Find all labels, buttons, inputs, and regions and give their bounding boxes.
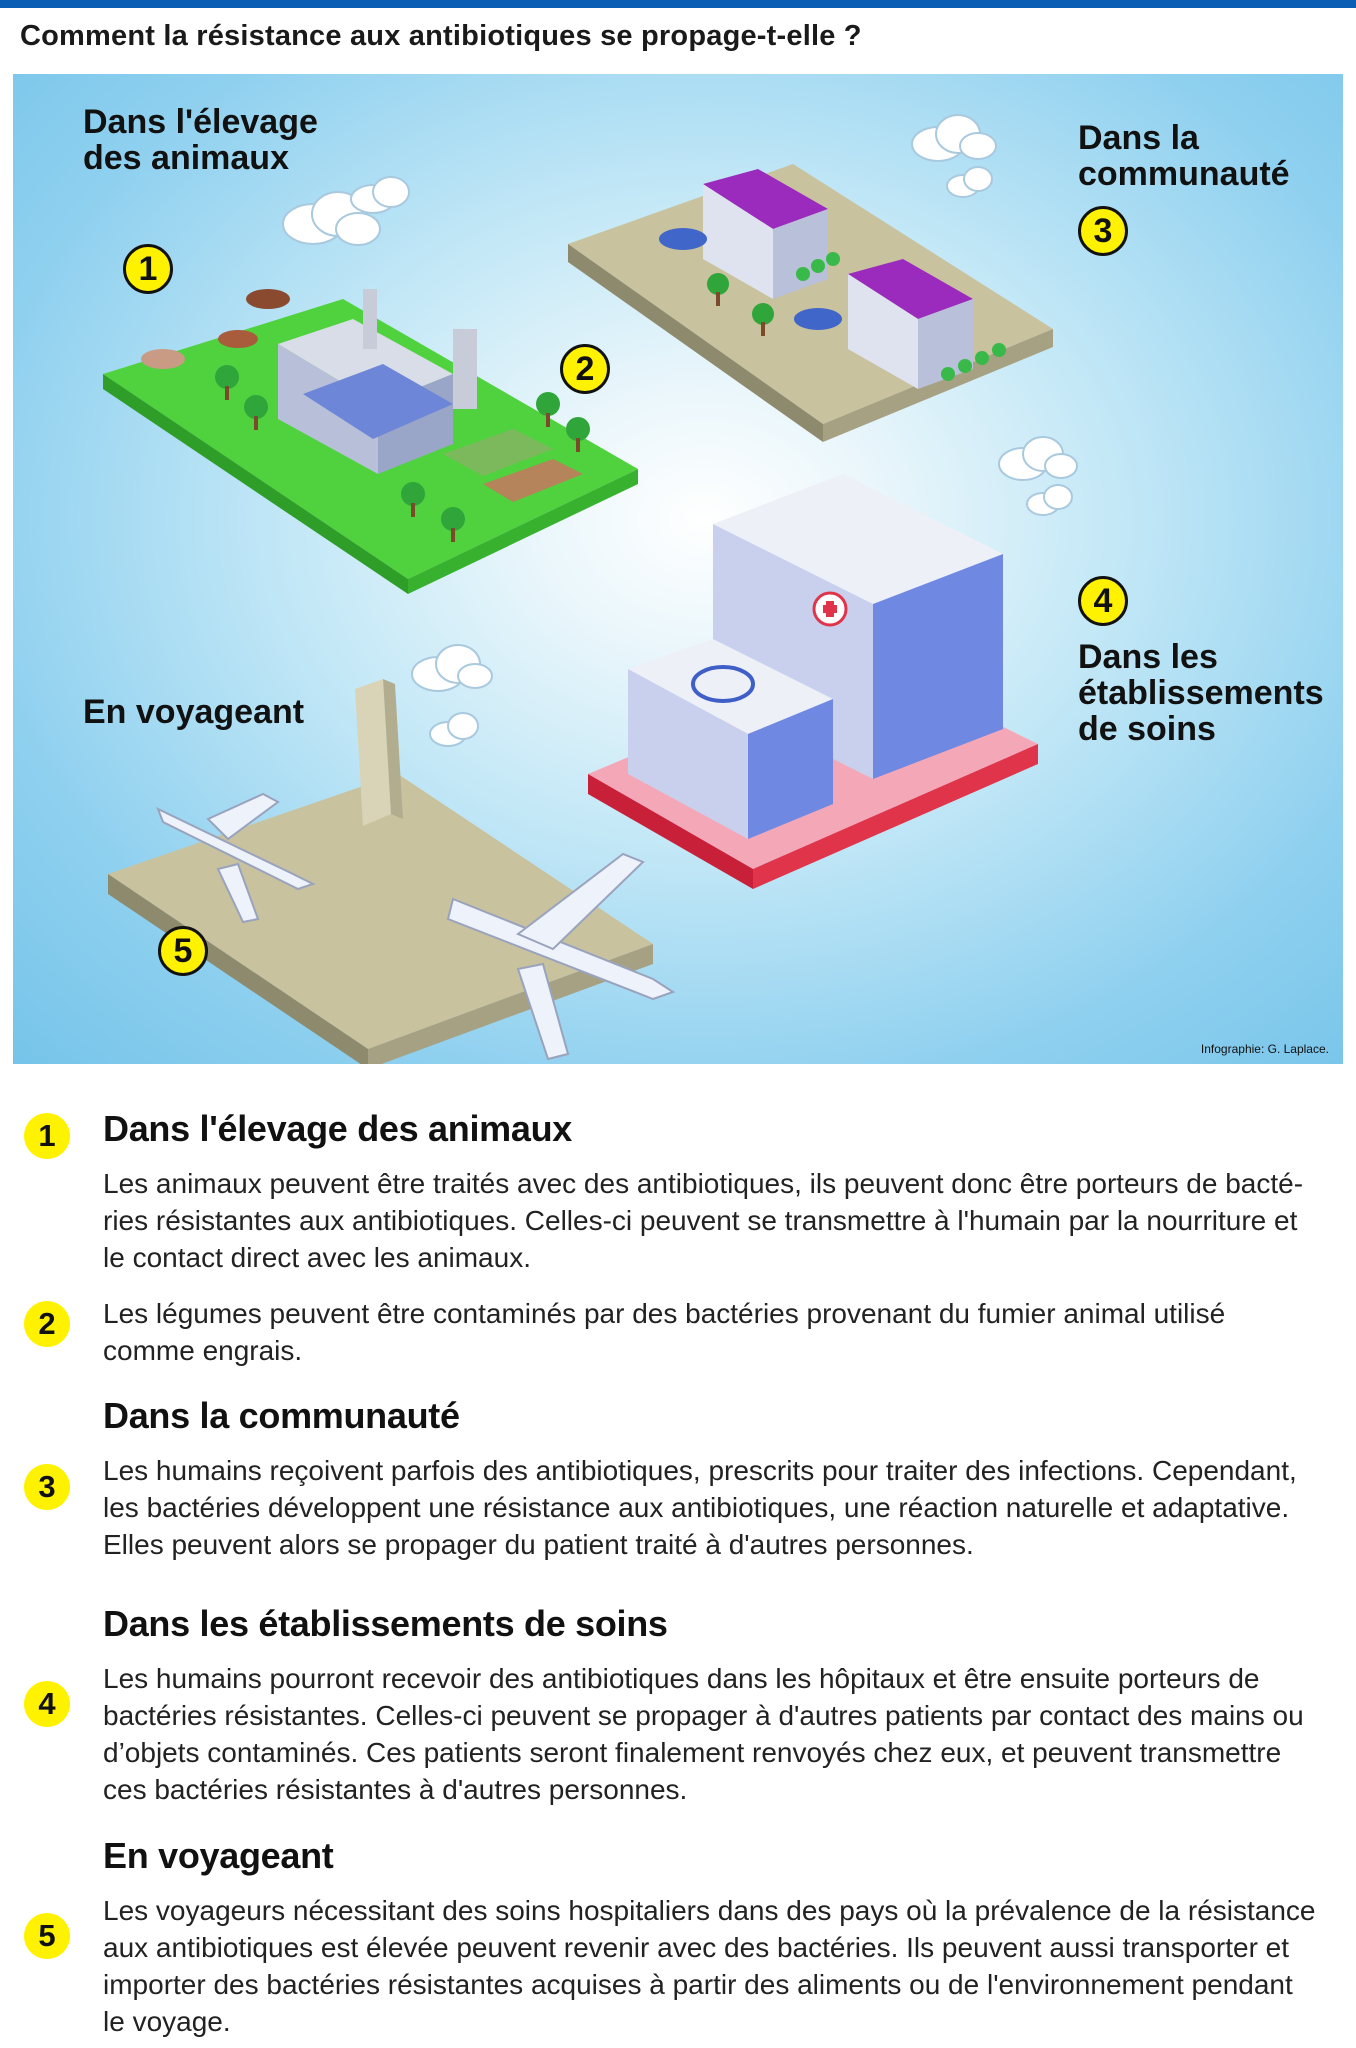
badge-2: 2 (560, 344, 610, 394)
label-line: Dans les (1078, 638, 1218, 676)
section-body: Les humains pourront recevoir des antibi… (103, 1660, 1333, 1808)
body-line: aux antibiotiques est élevée peuvent rev… (103, 1932, 1290, 1963)
section-badge: 1 (24, 1113, 70, 1159)
section-badge: 3 (24, 1464, 70, 1510)
body-line: le contact direct avec les animaux. (103, 1242, 531, 1273)
body-line: comme engrais. (103, 1335, 303, 1366)
infographic-illustration: Dans l'élevage des animaux Dans la commu… (13, 74, 1343, 1064)
label-line: établissements (1078, 674, 1324, 713)
badge-3: 3 (1078, 206, 1128, 256)
label-communaute: Dans la communauté (1078, 120, 1290, 192)
body-line: Les légumes peuvent être contaminés par … (103, 1298, 1226, 1329)
section-heading: Dans la communauté (103, 1395, 460, 1436)
farm-scene (103, 289, 638, 594)
section-badge: 5 (24, 1913, 70, 1959)
airport-scene (108, 679, 676, 1064)
body-line: Les humains reçoivent parfois des antibi… (103, 1455, 1297, 1486)
body-line: ries résistantes aux antibiotiques. Cell… (103, 1205, 1298, 1236)
isometric-scene (103, 114, 1078, 1064)
body-line: Les animaux peuvent être traités avec de… (103, 1168, 1304, 1199)
body-line: Les humains pourront recevoir des antibi… (103, 1663, 1260, 1694)
body-line: les bactéries développent une résistance… (103, 1492, 1290, 1523)
body-line: le voyage. (103, 2006, 231, 2037)
section-badge: 2 (24, 1301, 70, 1347)
label-elevage: Dans l'élevage des animaux (83, 104, 318, 176)
section-body: Les légumes peuvent être contaminés par … (103, 1295, 1333, 1369)
body-line: ces bactéries résistantes à d'autres per… (103, 1774, 688, 1805)
label-line: Dans la (1078, 119, 1199, 157)
section-body: Les voyageurs nécessitant des soins hosp… (103, 1892, 1333, 2040)
cloud-icon (282, 114, 1078, 747)
label-etablissements: Dans les établissements de soins (1078, 639, 1324, 747)
label-line: des animaux (83, 139, 289, 178)
body-line: d’objets contaminés. Ces patients seront… (103, 1737, 1282, 1768)
body-line: importer des bactéries résistantes acqui… (103, 1969, 1293, 2000)
label-line: communauté (1078, 155, 1290, 194)
top-accent-bar (0, 0, 1356, 8)
label-voyageant: En voyageant (83, 693, 305, 731)
section-body: Les animaux peuvent être traités avec de… (103, 1165, 1333, 1276)
section-heading: En voyageant (103, 1835, 334, 1876)
label-line: Dans l'élevage (83, 103, 318, 141)
section-badge: 4 (24, 1681, 70, 1727)
hospital-scene (588, 474, 1038, 889)
badge-4: 4 (1078, 576, 1128, 626)
body-line: Les voyageurs nécessitant des soins hosp… (103, 1895, 1316, 1926)
section-heading: Dans l'élevage des animaux (103, 1108, 572, 1149)
community-scene (568, 164, 1053, 442)
badge-1: 1 (123, 244, 173, 294)
label-line: de soins (1078, 710, 1216, 749)
section-heading: Dans les établissements de soins (103, 1603, 668, 1644)
badge-5: 5 (158, 926, 208, 976)
body-line: bactéries résistantes. Celles-ci peuvent… (103, 1700, 1304, 1731)
page-title: Comment la résistance aux antibiotiques … (20, 20, 862, 52)
credit-text: Infographie: G. Laplace. (1200, 1042, 1329, 1056)
body-line: Elles peuvent alors se propager du patie… (103, 1529, 974, 1560)
section-body: Les humains reçoivent parfois des antibi… (103, 1452, 1333, 1563)
